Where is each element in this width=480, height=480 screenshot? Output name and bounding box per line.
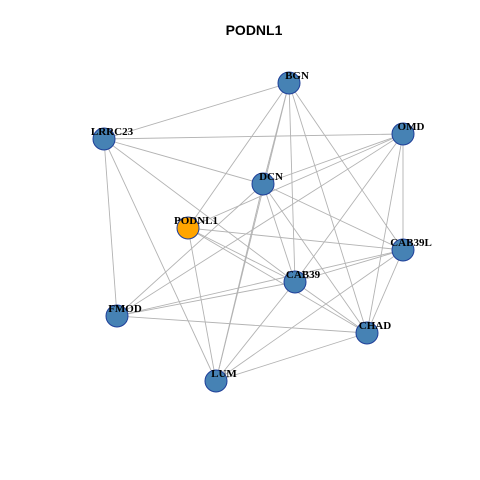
edge-lrrc23-lum [103,138,217,382]
node-layer [92,71,415,393]
edge-lrrc23-cab39 [103,138,296,283]
edge-omd-podnl1 [187,133,404,229]
edge-lrrc23-fmod [103,138,118,317]
node-label-fmod: FMOD [108,303,142,315]
edge-cab39l-chad [366,249,404,334]
edge-cab39l-fmod [116,249,404,317]
node-chad[interactable] [355,321,379,345]
node-podnl1[interactable] [176,216,200,240]
edge-bgn-cab39l [288,82,404,251]
node-cab39l[interactable] [391,238,415,262]
node-label-chad: CHAD [359,320,391,332]
edge-chad-lum [215,332,368,382]
node-label-dcn: DCN [259,171,283,183]
edge-cab39l-lum [215,249,404,382]
node-lrrc23[interactable] [92,127,116,151]
edge-layer [103,82,404,382]
node-label-podnl1: PODNL1 [174,215,218,227]
node-label-cab39: CAB39 [286,269,321,281]
edge-cab39-lum [215,281,296,382]
edge-cab39l-cab39 [294,249,404,283]
edge-omd-dcn [262,133,404,185]
edge-dcn-chad [262,183,368,334]
edge-dcn-cab39 [262,183,296,283]
node-cab39[interactable] [283,270,307,294]
edge-lrrc23-omd [103,133,404,140]
edge-bgn-podnl1 [187,82,290,229]
node-label-omd: OMD [398,121,425,133]
edge-cab39-chad [294,281,368,334]
edge-fmod-chad [116,315,368,334]
node-lum[interactable] [204,369,228,393]
edge-omd-chad [366,133,404,334]
diagram-title: PODNL1 [226,22,283,38]
edge-cab39-fmod [116,281,296,317]
edge-podnl1-cab39 [187,227,296,283]
node-bgn[interactable] [277,71,301,95]
node-fmod[interactable] [105,304,129,328]
edge-bgn-chad [288,82,368,334]
edge-dcn-lum [215,183,264,382]
edge-dcn-fmod [116,183,264,317]
edge-omd-fmod [116,133,404,317]
edge-podnl1-cab39l [187,227,404,251]
edge-omd-cab39 [294,133,404,283]
node-label-lrrc23: LRRC23 [91,126,134,138]
node-label-bgn: BGN [285,70,309,82]
node-label-lum: LUM [211,368,237,380]
edge-podnl1-chad [187,227,368,334]
node-dcn[interactable] [251,172,275,196]
node-omd[interactable] [391,122,415,146]
edge-podnl1-lum [187,227,217,382]
node-label-cab39l: CAB39L [390,237,432,249]
edge-dcn-cab39l [262,183,404,251]
edge-lrrc23-dcn [103,138,264,185]
edge-bgn-lrrc23 [103,82,290,140]
